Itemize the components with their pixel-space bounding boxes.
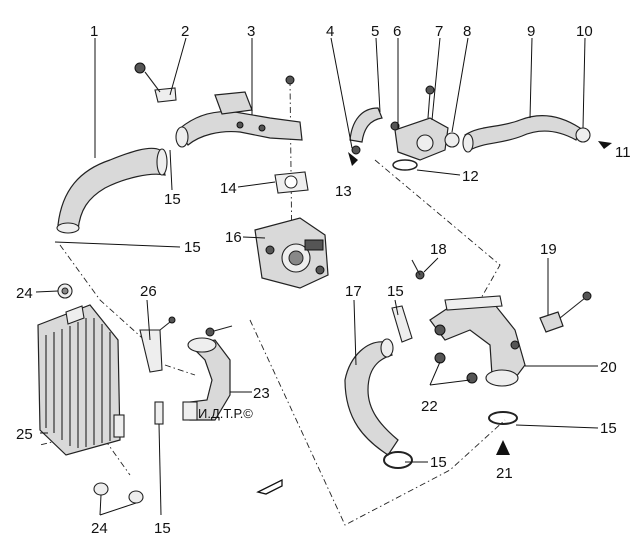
callout-14: 14 [220, 180, 237, 197]
callout-15-right: 15 [600, 420, 617, 437]
callout-11: 11 [615, 144, 631, 161]
intercooler-fins [45, 318, 111, 448]
callout-7: 7 [435, 23, 443, 40]
callout-15-hose: 15 [184, 239, 201, 256]
part-15-clamp-right [488, 411, 518, 455]
callout-16: 16 [225, 229, 242, 246]
publisher-credit: И.Д.Т.Р.© [198, 406, 253, 421]
callout-15-upper: 15 [164, 191, 181, 208]
callout-22: 22 [421, 398, 438, 415]
callout-15-middle: 15 [387, 283, 404, 300]
part-12-o-ring [392, 159, 418, 171]
callout-9: 9 [527, 23, 535, 40]
part-7-fitting [390, 85, 460, 161]
part-3-upper-pipe [175, 91, 303, 148]
callout-17: 17 [345, 283, 362, 300]
callout-19: 19 [540, 241, 557, 258]
callout-1: 1 [90, 23, 98, 40]
part-24-mounts [57, 283, 144, 504]
callout-6: 6 [393, 23, 401, 40]
part-16-valve-body [254, 75, 329, 289]
leader-lines [35, 37, 599, 516]
callout-12: 12 [462, 168, 479, 185]
callout-20: 20 [600, 359, 617, 376]
callout-13: 13 [335, 183, 352, 200]
part-5-small-hose [349, 107, 383, 155]
callout-23: 23 [253, 385, 270, 402]
part-9-hose [462, 115, 612, 153]
callout-3: 3 [247, 23, 255, 40]
callout-18: 18 [430, 241, 447, 258]
part-17-middle-hose [344, 338, 413, 469]
part-20-lower-pipe [411, 259, 526, 387]
callout-8: 8 [463, 23, 471, 40]
part-15-clamp-middle [391, 305, 413, 343]
part-14-gasket [274, 171, 309, 194]
part-15-clamp-lower [154, 401, 164, 425]
callout-21: 21 [496, 465, 513, 482]
callout-24-lower: 24 [91, 520, 108, 537]
callout-labels: 1 2 3 4 5 6 7 8 9 10 11 12 13 14 15 15 1… [16, 23, 631, 537]
part-2-bracket [134, 62, 177, 103]
flow-arrows [256, 152, 358, 495]
part-19-sensor [539, 291, 592, 333]
callout-24-upper: 24 [16, 285, 33, 302]
callout-2: 2 [181, 23, 189, 40]
part-26-bracket [139, 316, 176, 373]
callout-10: 10 [576, 23, 593, 40]
callout-15-lower-clamp: 15 [430, 454, 447, 471]
callout-5: 5 [371, 23, 379, 40]
callout-15-bottom: 15 [154, 520, 171, 537]
part-23-outlet-pipe [182, 325, 233, 421]
callout-26: 26 [140, 283, 157, 300]
callout-4: 4 [326, 23, 334, 40]
part-25-intercooler [37, 304, 125, 456]
front-direction-arrow [256, 478, 283, 495]
callout-25: 25 [16, 426, 33, 443]
part-22-nuts [434, 352, 478, 384]
part-1-intake-hose [56, 147, 168, 234]
